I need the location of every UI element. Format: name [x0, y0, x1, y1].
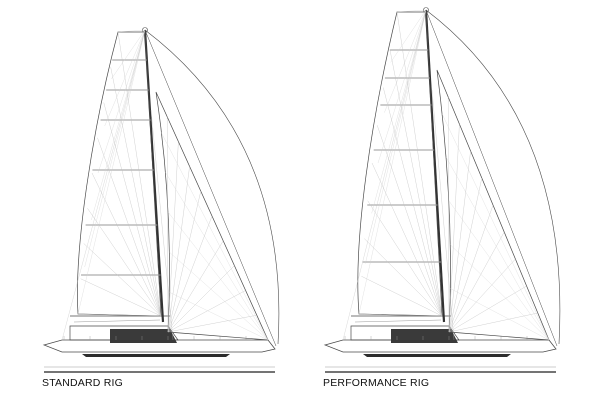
- mainsail-seam: [367, 200, 443, 317]
- mainsail-seam: [377, 125, 443, 317]
- jib-seam: [448, 150, 471, 333]
- jib-seam-tack: [160, 131, 269, 341]
- jib-seam-tack: [448, 200, 550, 341]
- jib-seam: [167, 215, 213, 333]
- mainsail-seam: [389, 49, 443, 317]
- mainsail-seam-head: [377, 9, 427, 164]
- mainsail-seam-head: [396, 9, 427, 13]
- mainsail-seam-head: [358, 9, 427, 315]
- mainsail-seam: [83, 243, 162, 317]
- jib-seam: [167, 240, 224, 333]
- mainsail-seam-head: [390, 9, 427, 63]
- jib-seam-tack: [165, 171, 269, 341]
- jib-seam: [448, 177, 482, 333]
- performance-rig-label: PERFORMANCE RIG: [323, 377, 430, 389]
- jib-seam-tack: [169, 251, 269, 341]
- mainsail-seam-head: [97, 29, 146, 174]
- jib-seam-tack: [167, 211, 269, 341]
- jib-seam: [167, 290, 246, 333]
- jib-seam: [167, 265, 235, 333]
- cabin-outline: [69, 325, 179, 341]
- mainsail-seam-head: [384, 9, 427, 113]
- jib-seam-tack: [441, 113, 550, 341]
- shroud: [150, 109, 174, 341]
- jib-seam-tack: [168, 291, 269, 341]
- jib-seam: [448, 312, 538, 333]
- mainsail-seam: [383, 87, 443, 317]
- jib-seam-tack: [446, 157, 550, 341]
- mainsail-seam: [117, 31, 162, 317]
- shroud: [431, 89, 455, 341]
- jib-seam: [448, 285, 527, 333]
- standard-rig-label: STANDARD RIG: [42, 377, 123, 389]
- mainsail-seam: [77, 313, 162, 317]
- forestay: [425, 9, 558, 347]
- jib-seam: [167, 116, 169, 333]
- jib-seam: [448, 96, 450, 333]
- jib-seam: [448, 258, 516, 333]
- performance-rig-boat: [323, 7, 561, 373]
- jib-seam-tack: [450, 244, 550, 341]
- gennaker-outline: [144, 29, 280, 345]
- mainsail-seam: [358, 313, 443, 317]
- lifeline: [354, 319, 442, 323]
- hull-stripe: [82, 354, 230, 357]
- gennaker-outline: [425, 9, 561, 345]
- jib-seam: [448, 204, 494, 333]
- cabin-window: [391, 329, 458, 343]
- cabin-outline: [350, 325, 460, 341]
- mainsail-seam-head: [91, 29, 146, 221]
- hull-stripe: [363, 354, 511, 357]
- backstay: [342, 9, 427, 341]
- lifeline: [73, 319, 161, 323]
- mainsail-seam: [103, 102, 162, 317]
- jib-seam: [167, 141, 179, 333]
- mast: [143, 29, 165, 323]
- mast: [424, 9, 446, 323]
- mainsail-seam-head: [77, 29, 146, 315]
- mainsail-seam-head: [117, 29, 146, 33]
- mainsail-seam: [371, 162, 443, 317]
- jib-seam: [448, 123, 460, 333]
- standard-rig-boat: [42, 27, 280, 373]
- backstay: [61, 29, 146, 341]
- mainsail-seam: [91, 172, 162, 317]
- mainsail-seam: [80, 278, 162, 317]
- forestay: [144, 29, 277, 347]
- jib-seam-tack: [449, 288, 550, 341]
- jib-seam: [167, 315, 257, 333]
- mainsail-seam-head: [365, 9, 427, 264]
- mainsail-seam-head: [111, 29, 146, 80]
- cabin-window: [110, 329, 177, 343]
- mainsail-seam-head: [371, 9, 427, 214]
- jib-seam: [448, 231, 505, 333]
- jib-seam: [167, 191, 201, 333]
- mainsail-seam: [87, 208, 162, 317]
- mainsail-seam-head: [84, 29, 146, 268]
- mainsail-seam: [361, 276, 443, 317]
- jib-seam: [167, 166, 190, 333]
- mainsail-seam: [110, 67, 162, 317]
- mainsail-seam: [364, 238, 443, 317]
- mainsail-seam-head: [104, 29, 146, 127]
